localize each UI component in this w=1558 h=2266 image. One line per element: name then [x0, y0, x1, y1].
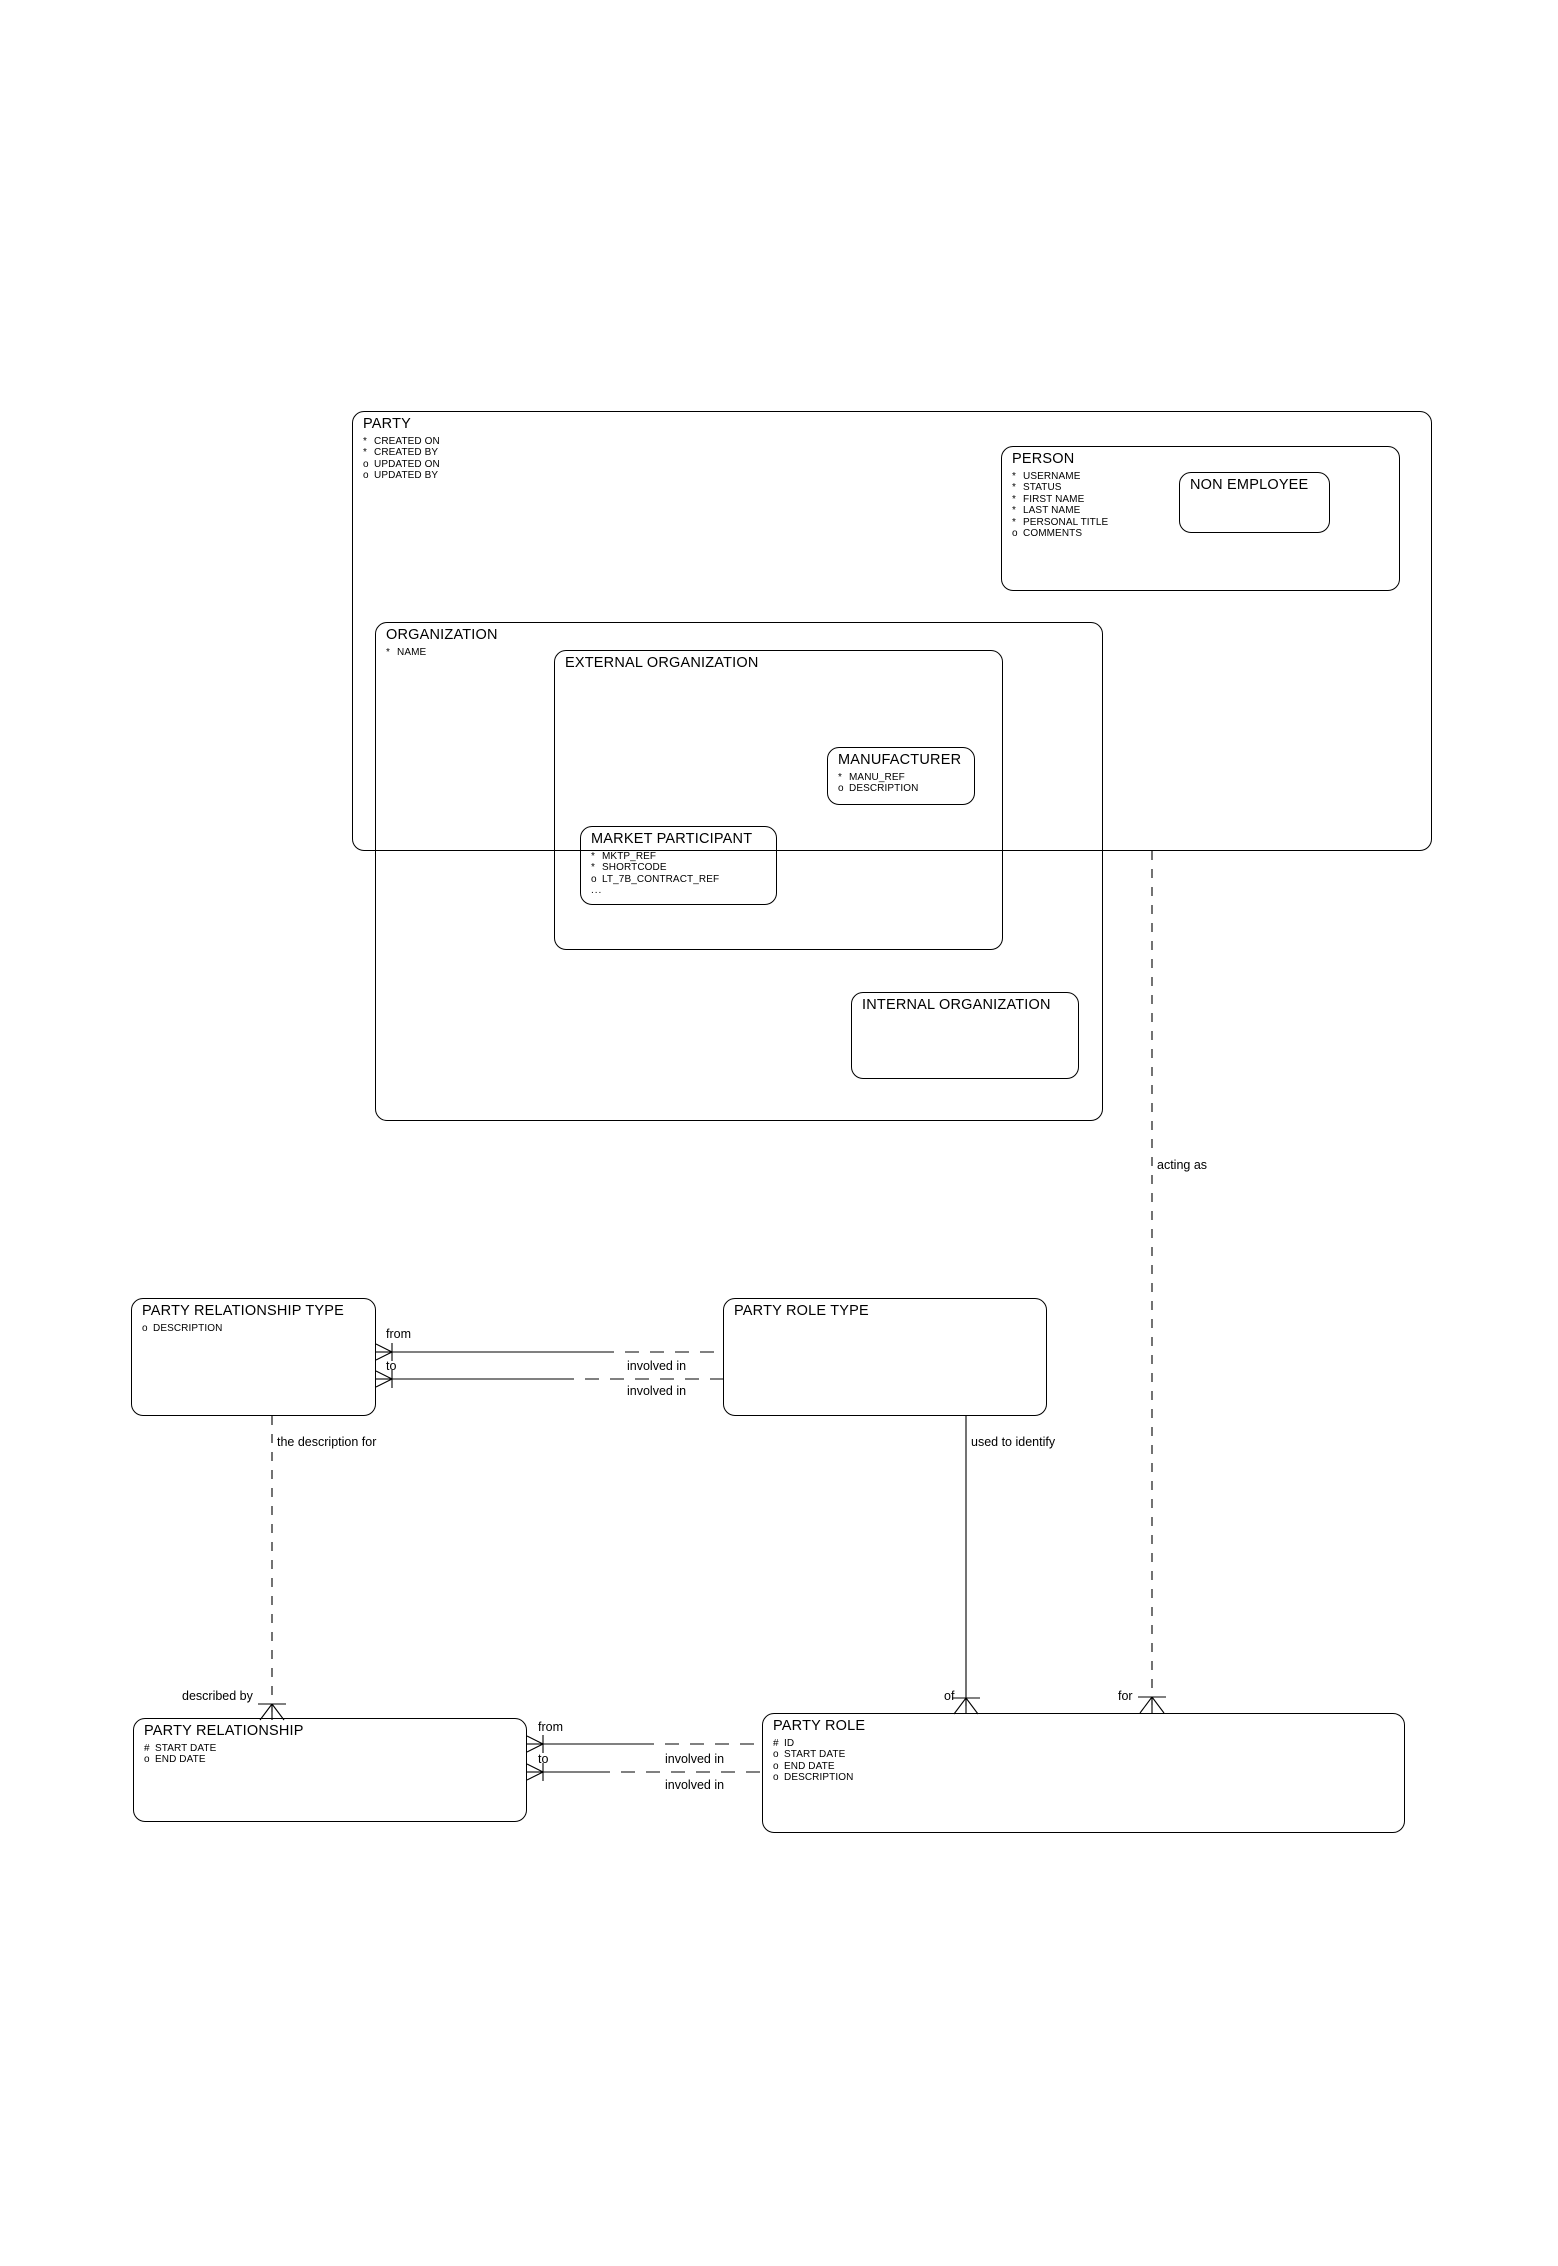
- entity-title-organization: ORGANIZATION: [386, 627, 498, 643]
- relationship-label-pr-involved-in-1: involved in: [665, 1752, 725, 1766]
- entity-title-person: PERSON: [1012, 451, 1075, 467]
- entity-title-party-relationship: PARTY RELATIONSHIP: [144, 1723, 304, 1739]
- entity-non-employee[interactable]: NON EMPLOYEE: [1179, 472, 1330, 533]
- entity-party-role-type[interactable]: PARTY ROLE TYPE: [723, 1298, 1047, 1416]
- crowsfoot-of: [952, 1697, 980, 1715]
- relationship-label-pr-involved-in-2: involved in: [665, 1778, 725, 1792]
- attribute-row: *SHORTCODE: [591, 862, 667, 874]
- relationship-label-the-description-for: the description for: [277, 1435, 377, 1449]
- attribute-row: *MANU_REF: [838, 772, 905, 783]
- relationship-label-pr-to: to: [538, 1752, 549, 1766]
- crowsfoot-for: [1138, 1696, 1166, 1714]
- relationship-label-prt-from: from: [386, 1327, 411, 1341]
- entity-title-internal-organization: INTERNAL ORGANIZATION: [862, 997, 1051, 1013]
- entity-title-party-role-type: PARTY ROLE TYPE: [734, 1303, 869, 1319]
- attribute-row: *STATUS: [1012, 482, 1062, 494]
- attribute-row: *PERSONAL TITLE: [1012, 516, 1109, 528]
- relationship-label-described-by: described by: [182, 1689, 253, 1703]
- relationship-label-acting-as: acting as: [1157, 1158, 1208, 1172]
- crowsfoot-pr-from: [526, 1735, 544, 1753]
- entity-title-party-relationship-type: PARTY RELATIONSHIP TYPE: [142, 1303, 345, 1319]
- attribute-row: *LAST NAME: [1012, 505, 1081, 517]
- entity-title-manufacturer: MANUFACTURER: [838, 752, 962, 768]
- attribute-row: *USERNAME: [1012, 471, 1081, 482]
- attribute-row: *MKTP_REF: [591, 851, 657, 862]
- entity-attributes-person: *USERNAME *STATUS *FIRST NAME *LAST NAME…: [1012, 471, 1108, 539]
- attribute-row: *CREATED BY: [363, 447, 439, 459]
- attribute-row: *NAME: [386, 647, 427, 658]
- relationship-label-prt-involved-in-2: involved in: [627, 1384, 687, 1398]
- attribute-overflow-indicator: ...: [591, 885, 603, 897]
- entity-title-market-participant: MARKET PARTICIPANT: [591, 831, 753, 847]
- entity-title-party: PARTY: [363, 416, 412, 432]
- entity-organization[interactable]: ORGANIZATION *NAME: [375, 622, 1103, 1121]
- attribute-row: #ID: [773, 1738, 795, 1749]
- attribute-row: *CREATED ON: [363, 436, 440, 447]
- entity-attributes-organization: *NAME: [386, 647, 426, 658]
- entity-external-organization[interactable]: EXTERNAL ORGANIZATION: [554, 650, 1003, 950]
- entity-market-participant[interactable]: MARKET PARTICIPANT *MKTP_REF *SHORTCODE …: [580, 826, 777, 905]
- entity-internal-organization[interactable]: INTERNAL ORGANIZATION: [851, 992, 1079, 1079]
- entity-person[interactable]: PERSON *USERNAME *STATUS *FIRST NAME *LA…: [1001, 446, 1400, 591]
- relationship-label-prt-to: to: [386, 1359, 397, 1373]
- relationship-label-used-to-identify: used to identify: [971, 1435, 1056, 1449]
- relationship-label-for: for: [1118, 1689, 1133, 1703]
- entity-title-external-organization: EXTERNAL ORGANIZATION: [565, 655, 759, 671]
- attribute-row: *FIRST NAME: [1012, 493, 1085, 505]
- entity-title-party-role: PARTY ROLE: [773, 1718, 866, 1734]
- relationship-label-pr-from: from: [538, 1720, 563, 1734]
- relationship-label-prt-involved-in-1: involved in: [627, 1359, 687, 1373]
- attribute-row: #START DATE: [144, 1743, 217, 1754]
- entity-title-non-employee: NON EMPLOYEE: [1190, 477, 1309, 493]
- relationship-label-of: of: [944, 1689, 955, 1703]
